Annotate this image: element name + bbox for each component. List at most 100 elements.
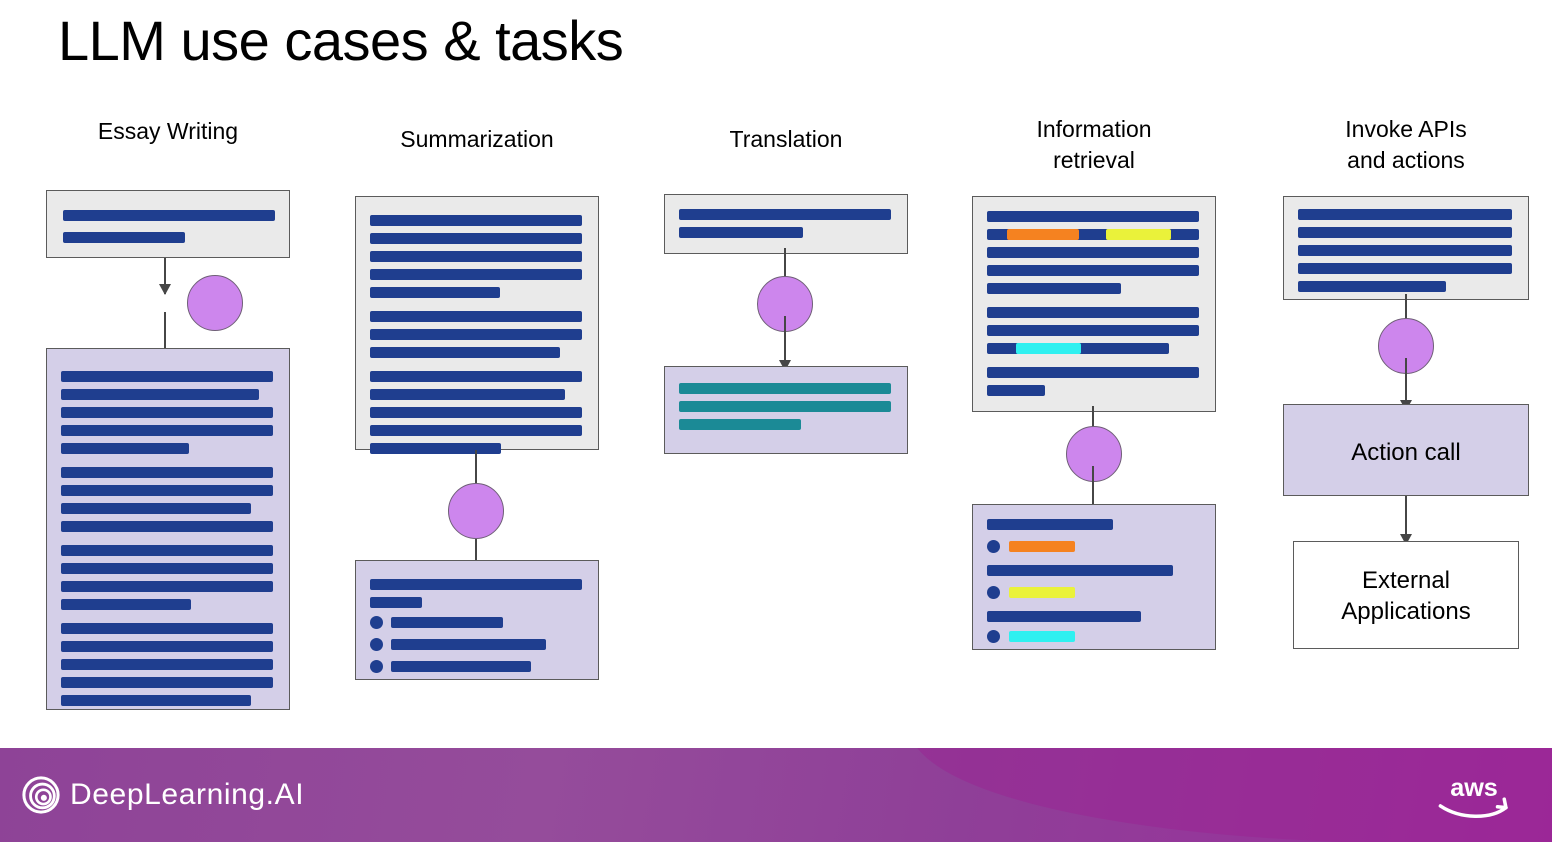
external-apps-line-2: Applications bbox=[1341, 598, 1471, 626]
column-title-summarization: Summarization bbox=[400, 126, 554, 152]
svg-text:aws: aws bbox=[1450, 774, 1498, 802]
text-bar bbox=[987, 283, 1121, 294]
translated-text-bar bbox=[679, 419, 801, 430]
text-bar bbox=[1298, 227, 1512, 238]
text-bar bbox=[63, 210, 275, 221]
llm-circle bbox=[1066, 426, 1122, 482]
text-bar bbox=[370, 233, 582, 244]
text-bar bbox=[987, 325, 1199, 336]
text-bar bbox=[61, 695, 251, 706]
flow-arrow bbox=[158, 258, 172, 295]
text-bar bbox=[391, 639, 546, 650]
text-bar bbox=[61, 467, 273, 478]
text-bar bbox=[61, 425, 273, 436]
text-bar bbox=[370, 425, 582, 436]
external-applications-box: External Applications bbox=[1293, 541, 1519, 649]
text-bar bbox=[61, 659, 273, 670]
text-bar bbox=[61, 641, 273, 652]
text-bar bbox=[391, 617, 503, 628]
text-bar bbox=[987, 307, 1199, 318]
text-bar bbox=[987, 211, 1199, 222]
column-title-line-1: Information bbox=[1036, 116, 1152, 142]
column-essay-writing: Essay Writing bbox=[46, 0, 290, 720]
deeplearning-brand-name: DeepLearning.AI bbox=[70, 778, 305, 811]
translated-text-bar bbox=[679, 401, 891, 412]
text-bar bbox=[679, 227, 803, 238]
bullet-marker bbox=[370, 616, 383, 629]
input-panel-translation bbox=[664, 194, 908, 254]
external-applications-label: External Applications bbox=[1294, 565, 1518, 627]
page-title: LLM use cases & tasks bbox=[58, 9, 624, 72]
text-bar bbox=[1298, 209, 1512, 220]
flow-arrow bbox=[1399, 358, 1413, 411]
text-bar bbox=[370, 269, 582, 280]
text-bar bbox=[370, 407, 582, 418]
column-title-line-2: and actions bbox=[1347, 147, 1465, 174]
text-bar bbox=[370, 215, 582, 226]
output-panel-information-retrieval bbox=[972, 504, 1216, 650]
output-panel-summarization bbox=[355, 560, 599, 680]
text-bar bbox=[61, 545, 273, 556]
text-bar bbox=[1298, 281, 1446, 292]
input-panel-information-retrieval bbox=[972, 196, 1216, 412]
bullet-marker bbox=[370, 660, 383, 673]
entity-result-cyan bbox=[1009, 631, 1075, 642]
entity-result-yellow bbox=[1009, 587, 1075, 598]
translated-text-bar bbox=[679, 383, 891, 394]
text-bar bbox=[679, 209, 891, 220]
column-invoke-apis-and-actions: Invoke APIs and actions Action call Exte… bbox=[1283, 0, 1529, 650]
entity-result-orange bbox=[1009, 541, 1075, 552]
text-bar bbox=[370, 389, 565, 400]
llm-circle bbox=[448, 483, 504, 539]
text-bar bbox=[370, 251, 582, 262]
bullet-marker bbox=[370, 638, 383, 651]
action-call-box: Action call bbox=[1283, 404, 1529, 496]
column-title-information-retrieval: Information retrieval bbox=[972, 114, 1216, 176]
aws-logo: aws bbox=[1432, 770, 1516, 820]
text-bar bbox=[370, 579, 582, 590]
text-bar bbox=[987, 611, 1141, 622]
column-information-retrieval: Information retrieval bbox=[972, 0, 1216, 650]
text-bar bbox=[1298, 245, 1512, 256]
text-bar bbox=[61, 443, 189, 454]
bullet-marker bbox=[987, 630, 1000, 643]
text-bar bbox=[370, 371, 582, 382]
text-bar bbox=[61, 581, 273, 592]
text-bar bbox=[1298, 263, 1512, 274]
text-bar bbox=[987, 519, 1113, 530]
text-bar bbox=[370, 597, 422, 608]
text-bar bbox=[987, 565, 1173, 576]
text-bar bbox=[370, 287, 500, 298]
flow-arrow bbox=[1399, 496, 1413, 545]
flow-connector bbox=[475, 539, 477, 560]
column-summarization: Summarization bbox=[355, 0, 599, 680]
deeplearning-spiral-icon bbox=[22, 776, 60, 814]
flow-connector bbox=[475, 450, 477, 483]
entity-highlight-cyan bbox=[1016, 343, 1081, 354]
text-bar-with-entities bbox=[987, 229, 1199, 240]
entity-highlight-orange bbox=[1007, 229, 1079, 240]
slide-footer: DeepLearning.AI aws bbox=[0, 748, 1552, 842]
text-bar bbox=[370, 311, 582, 322]
column-title-line-2: retrieval bbox=[1053, 147, 1135, 174]
text-bar bbox=[61, 599, 191, 610]
text-bar bbox=[370, 347, 560, 358]
column-translation: Translation bbox=[664, 0, 908, 460]
external-apps-line-1: External bbox=[1361, 567, 1451, 594]
text-bar bbox=[987, 265, 1199, 276]
text-bar bbox=[61, 407, 273, 418]
text-bar bbox=[61, 563, 273, 574]
input-panel-invoke-apis bbox=[1283, 196, 1529, 300]
text-bar bbox=[61, 389, 259, 400]
text-bar bbox=[63, 232, 185, 243]
text-bar bbox=[987, 247, 1199, 258]
text-bar bbox=[370, 443, 501, 454]
text-bar bbox=[61, 485, 273, 496]
bullet-marker bbox=[987, 540, 1000, 553]
text-bar bbox=[61, 371, 273, 382]
column-title-invoke-apis: Invoke APIs and actions bbox=[1283, 114, 1529, 176]
text-bar bbox=[61, 503, 251, 514]
input-panel-summarization bbox=[355, 196, 599, 454]
flow-arrow bbox=[778, 316, 792, 371]
